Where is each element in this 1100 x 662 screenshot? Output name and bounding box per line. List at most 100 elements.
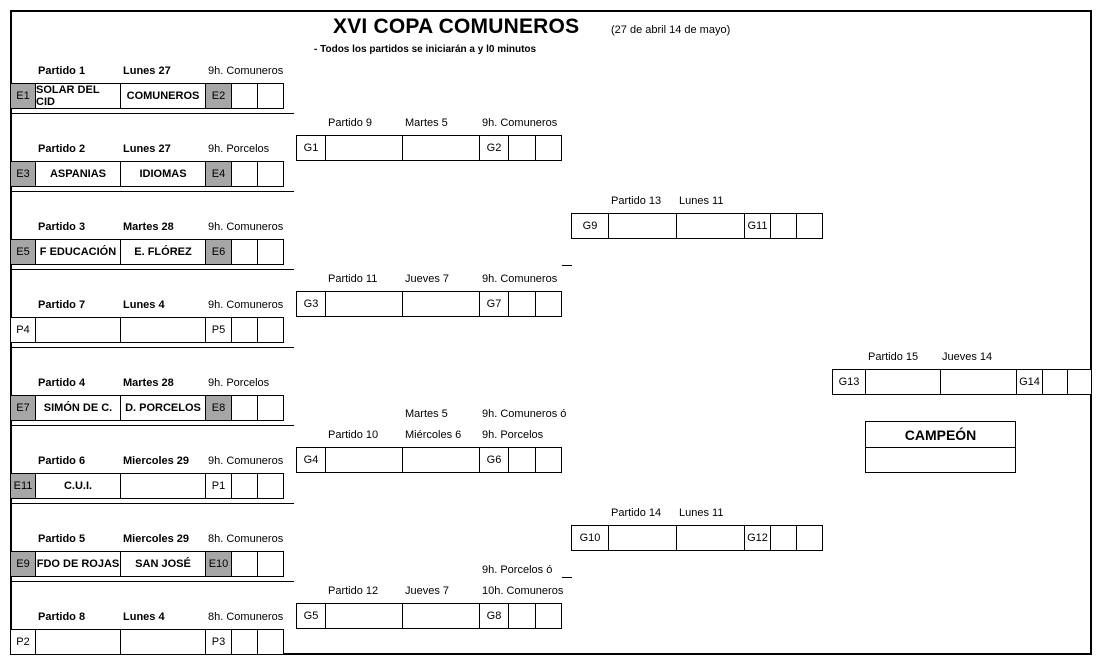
separator-line <box>10 113 294 114</box>
score-cell[interactable] <box>257 83 284 109</box>
team-slot[interactable] <box>676 213 745 239</box>
team-slot[interactable] <box>402 447 480 473</box>
team-name-away[interactable]: D. PORCELOS <box>120 395 206 421</box>
team-name-home[interactable] <box>35 317 121 343</box>
team-name-away[interactable] <box>120 629 206 655</box>
match-day: Lunes 11 <box>679 195 724 207</box>
score-cell[interactable] <box>231 473 258 499</box>
score-cell[interactable] <box>231 317 258 343</box>
team-slot[interactable] <box>402 291 480 317</box>
team-slot[interactable] <box>940 369 1017 395</box>
team-code: G14 <box>1016 369 1043 395</box>
score-cell[interactable] <box>231 239 258 265</box>
team-slot[interactable] <box>402 603 480 629</box>
separator-line <box>562 265 572 266</box>
score-cell[interactable] <box>535 291 562 317</box>
team-code: E1 <box>10 83 36 109</box>
score-cell[interactable] <box>231 161 258 187</box>
team-name-home[interactable] <box>35 629 121 655</box>
team-code: G11 <box>744 213 771 239</box>
score-cell[interactable] <box>535 135 562 161</box>
score-cell[interactable] <box>508 603 536 629</box>
match-time-alt: 9h. Porcelos ó <box>482 564 553 576</box>
team-slot[interactable] <box>608 213 677 239</box>
team-slot[interactable] <box>676 525 745 551</box>
match-day: Lunes 27 <box>123 143 171 155</box>
team-name-home[interactable]: C.U.I. <box>35 473 121 499</box>
score-cell[interactable] <box>770 525 797 551</box>
team-code: E7 <box>10 395 36 421</box>
score-cell[interactable] <box>257 239 284 265</box>
score-cell[interactable] <box>231 83 258 109</box>
match-day: Jueves 7 <box>405 273 450 285</box>
score-cell[interactable] <box>1042 369 1068 395</box>
match-day: Lunes 4 <box>123 299 165 311</box>
team-name-home[interactable]: SIMÓN DE C. <box>35 395 121 421</box>
team-name-away[interactable]: IDIOMAS <box>120 161 206 187</box>
score-cell[interactable] <box>535 603 562 629</box>
team-code: E4 <box>205 161 232 187</box>
team-code: E3 <box>10 161 36 187</box>
match-label: Partido 8 <box>38 611 86 623</box>
match-label: Partido 12 <box>328 585 379 597</box>
team-name-home[interactable]: ASPANIAS <box>35 161 121 187</box>
score-cell[interactable] <box>508 135 536 161</box>
match-time: 9h. Porcelos <box>208 377 270 389</box>
score-cell[interactable] <box>508 447 536 473</box>
champion-value[interactable] <box>865 447 1016 473</box>
match-day: Martes 28 <box>123 377 174 389</box>
match-day-alt: Martes 5 <box>405 408 448 420</box>
match-day: Martes 28 <box>123 221 174 233</box>
team-slot[interactable] <box>325 603 403 629</box>
score-cell[interactable] <box>257 629 284 655</box>
score-cell[interactable] <box>770 213 797 239</box>
team-name-away[interactable]: SAN JOSÉ <box>120 551 206 577</box>
final-match-label: Partido 15 <box>868 351 919 363</box>
score-cell[interactable] <box>257 473 284 499</box>
team-name-home[interactable]: SOLAR DEL CID <box>35 83 121 109</box>
team-slot[interactable] <box>608 525 677 551</box>
team-code: E5 <box>10 239 36 265</box>
match-time: 9h. Comuneros <box>482 273 558 285</box>
separator-line <box>562 577 572 578</box>
team-code: G10 <box>571 525 609 551</box>
team-code: G3 <box>296 291 326 317</box>
match-time: 9h. Comuneros <box>208 299 284 311</box>
score-cell[interactable] <box>508 291 536 317</box>
page-title: XVI COPA COMUNEROS <box>333 15 580 38</box>
score-cell[interactable] <box>257 395 284 421</box>
score-cell[interactable] <box>796 213 823 239</box>
team-name-away[interactable] <box>120 317 206 343</box>
score-cell[interactable] <box>231 395 258 421</box>
score-cell[interactable] <box>1067 369 1092 395</box>
team-slot[interactable] <box>325 291 403 317</box>
match-time: 9h. Comuneros <box>208 65 284 77</box>
score-cell[interactable] <box>257 551 284 577</box>
team-slot[interactable] <box>402 135 480 161</box>
score-cell[interactable] <box>231 551 258 577</box>
team-name-home[interactable]: F EDUCACIÓN <box>35 239 121 265</box>
team-code: E2 <box>205 83 232 109</box>
team-code: E10 <box>205 551 232 577</box>
match-day: Miercoles 29 <box>123 455 190 467</box>
score-cell[interactable] <box>257 161 284 187</box>
team-code: E11 <box>10 473 36 499</box>
team-name-away[interactable]: E. FLÓREZ <box>120 239 206 265</box>
team-slot[interactable] <box>325 447 403 473</box>
score-cell[interactable] <box>535 447 562 473</box>
score-cell[interactable] <box>796 525 823 551</box>
separator-line <box>10 581 294 582</box>
score-cell[interactable] <box>231 629 258 655</box>
team-slot[interactable] <box>865 369 941 395</box>
team-name-away[interactable] <box>120 473 206 499</box>
match-label: Partido 7 <box>38 299 86 311</box>
team-code: G9 <box>571 213 609 239</box>
team-name-away[interactable]: COMUNEROS <box>120 83 206 109</box>
team-slot[interactable] <box>325 135 403 161</box>
match-label: Partido 13 <box>611 195 662 207</box>
separator-line <box>10 191 294 192</box>
separator-line <box>10 503 294 504</box>
match-time: 9h. Porcelos <box>208 143 270 155</box>
team-name-home[interactable]: FDO DE ROJAS <box>35 551 121 577</box>
score-cell[interactable] <box>257 317 284 343</box>
